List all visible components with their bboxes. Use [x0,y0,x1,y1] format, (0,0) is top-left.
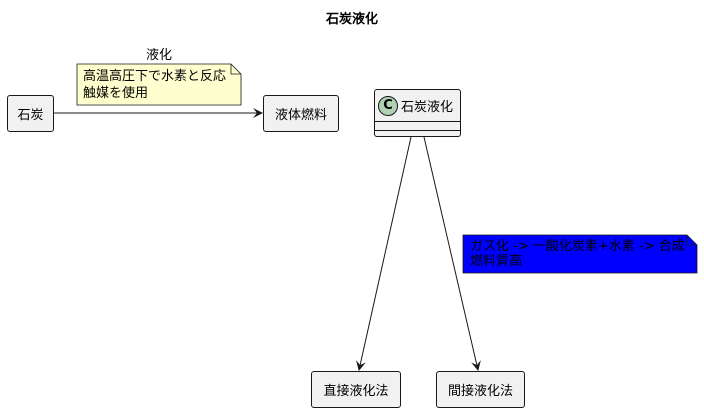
edge-label: 液化 [146,48,173,63]
note-line: ガス化 -> 一酸化炭素+水素 -> 合成 [470,239,685,254]
note-line: 高温高圧下で水素と反応 [83,69,227,84]
node-liquid-fuel[interactable]: 液体燃料 [263,95,339,132]
note-reaction: 高温高圧下で水素と反応 触媒を使用 [77,64,241,105]
node-coal[interactable]: 石炭 [7,95,54,132]
class-coal-liquefaction[interactable]: C 石炭液化 [374,89,461,137]
arrow-to-indirect [423,136,481,371]
node-label: 直接液化法 [323,384,389,399]
node-label: 間接液化法 [447,384,513,399]
node-direct-liquefaction[interactable]: 直接液化法 [311,371,401,408]
note-line: 燃料質高 [470,254,523,269]
arrow-to-direct [356,136,412,371]
node-indirect-liquefaction[interactable]: 間接液化法 [436,371,525,408]
node-label: 石炭 [17,108,44,123]
diagram-title: 石炭液化 [325,12,378,27]
node-label: 液体燃料 [274,108,327,123]
note-indirect: ガス化 -> 一酸化炭素+水素 -> 合成 燃料質高 [464,236,696,272]
class-name: 石炭液化 [401,100,454,115]
class-icon: C [378,95,398,116]
note-line: 触媒を使用 [83,86,149,101]
